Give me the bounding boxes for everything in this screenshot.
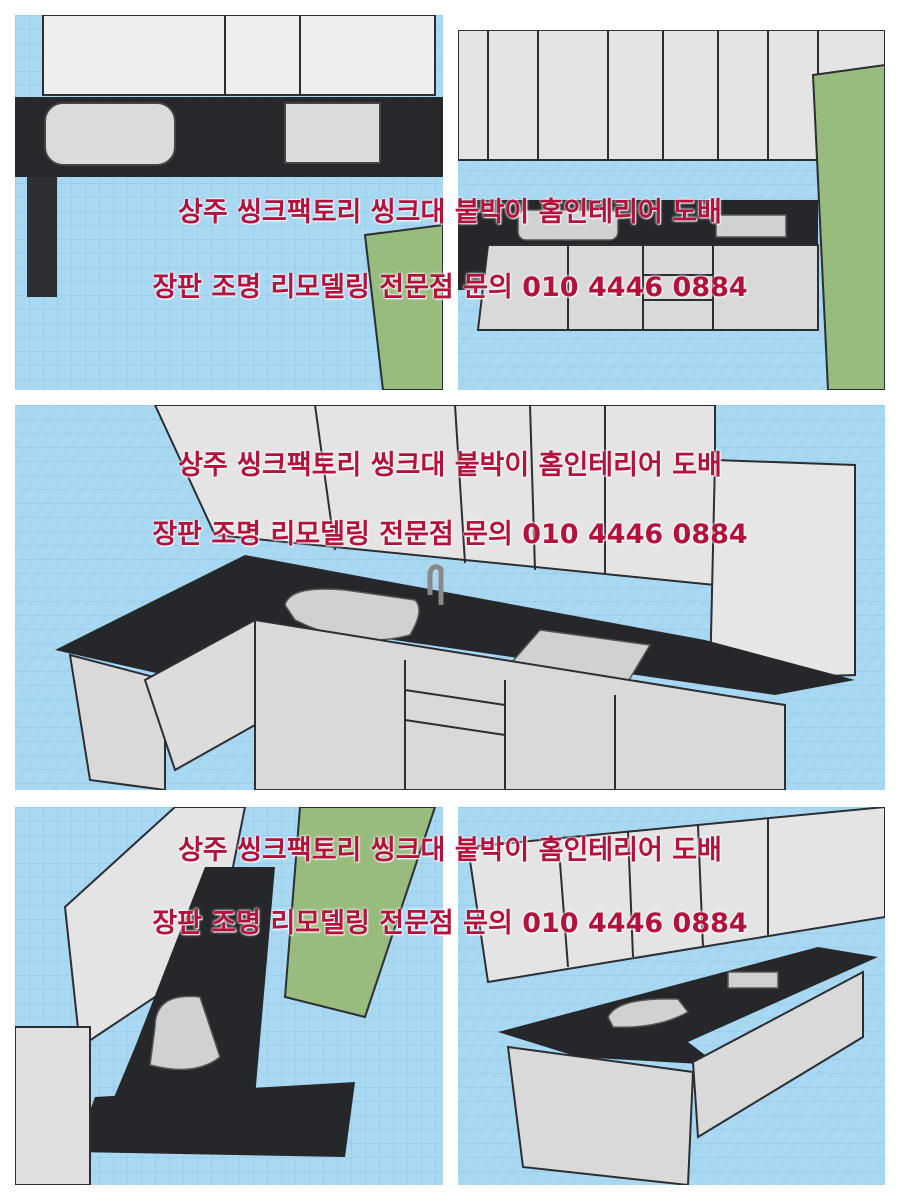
kitchen-render-bottom-left xyxy=(15,807,443,1185)
kitchen-render-top-left xyxy=(15,15,443,390)
caption-line-1b: 장판 조명 리모델링 전문점 문의 010 4446 0884 xyxy=(152,272,748,303)
caption-line-3a: 상주 씽크팩토리 씽크대 붙박이 홈인테리어 도배 xyxy=(178,835,722,866)
caption-line-2b: 장판 조명 리모델링 전문점 문의 010 4446 0884 xyxy=(152,519,748,550)
kitchen-render-middle xyxy=(15,405,885,790)
caption-line-1a: 상주 씽크팩토리 씽크대 붙박이 홈인테리어 도배 xyxy=(178,197,722,228)
caption-line-3b: 장판 조명 리모델링 전문점 문의 010 4446 0884 xyxy=(152,908,748,939)
kitchen-render-top-right xyxy=(458,30,885,390)
kitchen-render-bottom-right xyxy=(458,807,885,1185)
caption-line-2a: 상주 씽크팩토리 씽크대 붙박이 홈인테리어 도배 xyxy=(178,450,722,481)
